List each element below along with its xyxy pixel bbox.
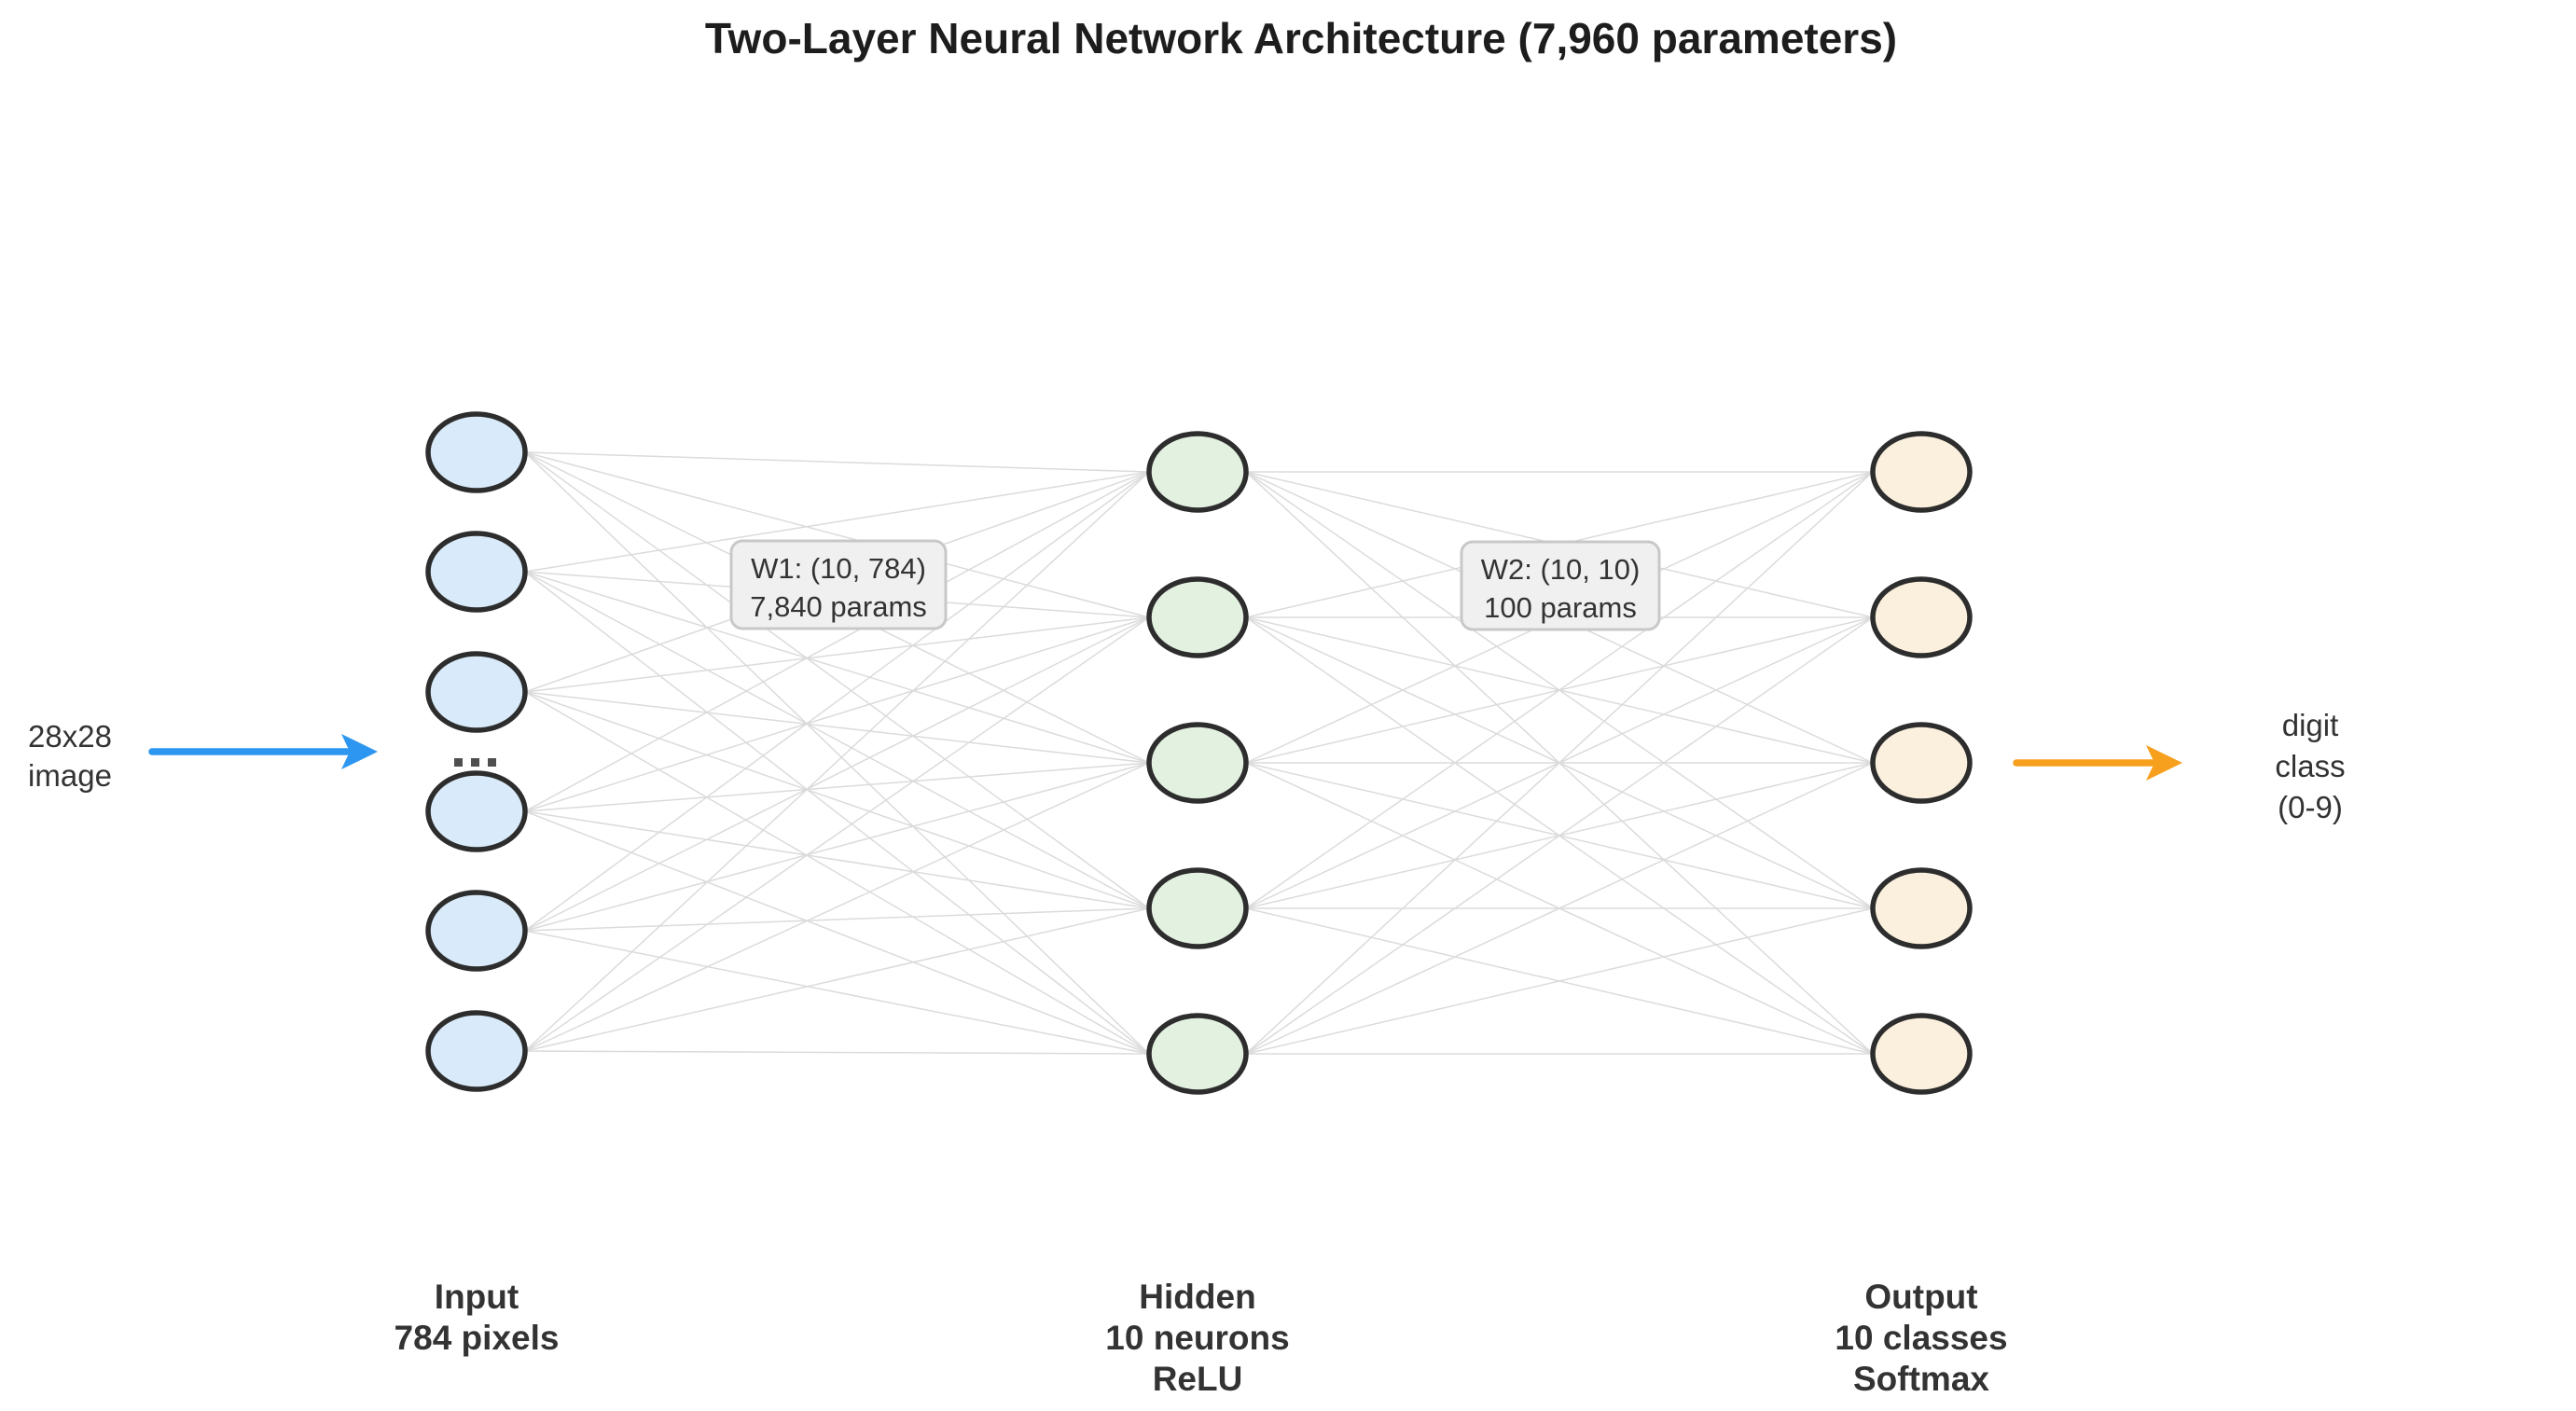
- hidden-node-5: [1146, 1013, 1249, 1095]
- edge-input3-hidden4: [524, 691, 1150, 909]
- edge-input4-hidden5: [524, 810, 1150, 1055]
- edge-input5-hidden2: [524, 616, 1150, 932]
- edge-input2-hidden5: [524, 571, 1150, 1055]
- edge-input5-hidden5: [524, 930, 1150, 1055]
- edge-hidden5-output2: [1245, 616, 1874, 1055]
- hidden-caption-line2: 10 neurons: [1105, 1319, 1289, 1357]
- edge-input4-hidden1: [524, 471, 1150, 812]
- output-annotation: digit class (0-9): [2013, 708, 2346, 824]
- edge-input6-hidden4: [524, 907, 1150, 1052]
- output-node-5: [1870, 1013, 1973, 1095]
- edge-input3-hidden2: [524, 616, 1150, 693]
- edge-input6-hidden5: [524, 1050, 1150, 1055]
- edge-input2-hidden4: [524, 571, 1150, 909]
- hidden-node-4: [1146, 867, 1249, 949]
- edge-input3-hidden5: [524, 691, 1150, 1055]
- output-node-1: [1870, 431, 1973, 513]
- w2-box-background: [1460, 540, 1661, 631]
- edge-input1-hidden4: [524, 451, 1150, 909]
- connection-lines: [524, 451, 1874, 1055]
- neuron-nodes: [425, 411, 1973, 1095]
- edge-input6-hidden3: [524, 762, 1150, 1052]
- hidden-node-3: [1146, 722, 1249, 804]
- edge-input2-hidden3: [524, 571, 1150, 764]
- edge-hidden5-output1: [1245, 471, 1874, 1055]
- edge-input4-hidden3: [524, 762, 1150, 812]
- output-node-4: [1870, 867, 1973, 949]
- input-node-3: [425, 651, 528, 733]
- edge-input4-hidden4: [524, 810, 1150, 909]
- w2-shape-text: W2: (10, 10): [1481, 553, 1641, 586]
- w1-label-box: W1: (10, 784) 7,840 params: [729, 539, 948, 630]
- output-node-3: [1870, 722, 1973, 804]
- w2-params-text: 100 params: [1484, 591, 1637, 624]
- output-layer-caption: Output 10 classes Softmax: [1835, 1278, 2007, 1398]
- input-caption-line1: Input: [435, 1278, 519, 1316]
- output-annotation-line2: class: [2275, 749, 2345, 783]
- diagram-title: Two-Layer Neural Network Architecture (7…: [705, 14, 1897, 62]
- hidden-node-2: [1146, 576, 1249, 658]
- output-caption-line2: 10 classes: [1835, 1319, 2007, 1357]
- edge-input4-hidden2: [524, 616, 1150, 812]
- hidden-caption-line1: Hidden: [1139, 1278, 1255, 1316]
- edge-input6-hidden1: [524, 471, 1150, 1052]
- input-arrow-head-icon: [341, 734, 378, 769]
- output-node-2: [1870, 576, 1973, 658]
- edge-hidden5-output4: [1245, 907, 1874, 1055]
- edge-input5-hidden4: [524, 907, 1150, 932]
- edge-input5-hidden1: [524, 471, 1150, 932]
- input-ellipsis-dots: [454, 758, 496, 767]
- input-annotation-line1: 28x28: [28, 719, 112, 754]
- edge-input2-hidden1: [524, 471, 1150, 573]
- output-arrow-head-icon: [2146, 745, 2182, 781]
- input-caption-line2: 784 pixels: [395, 1319, 560, 1357]
- input-node-6: [425, 1010, 528, 1092]
- output-caption-line3: Softmax: [1853, 1360, 1989, 1398]
- input-node-2: [425, 531, 528, 613]
- input-annotation: 28x28 image: [28, 719, 378, 793]
- edge-input1-hidden2: [524, 451, 1150, 618]
- output-caption-line1: Output: [1864, 1278, 1977, 1316]
- edge-input3-hidden3: [524, 691, 1150, 764]
- edge-hidden5-output3: [1245, 762, 1874, 1055]
- w1-shape-text: W1: (10, 784): [751, 552, 926, 585]
- hidden-layer-caption: Hidden 10 neurons ReLU: [1105, 1278, 1289, 1398]
- w1-box-background: [729, 539, 948, 630]
- edge-input5-hidden3: [524, 762, 1150, 932]
- input-node-4: [425, 770, 528, 852]
- output-annotation-line1: digit: [2282, 708, 2339, 742]
- edge-hidden4-output1: [1245, 471, 1874, 909]
- input-layer-caption: Input 784 pixels: [395, 1278, 560, 1357]
- hidden-caption-line3: ReLU: [1153, 1360, 1243, 1398]
- input-annotation-line2: image: [28, 758, 112, 793]
- w2-label-box: W2: (10, 10) 100 params: [1460, 540, 1661, 631]
- output-annotation-line3: (0-9): [2278, 790, 2343, 824]
- hidden-node-1: [1146, 431, 1249, 513]
- edge-input6-hidden2: [524, 616, 1150, 1052]
- w1-params-text: 7,840 params: [750, 590, 927, 623]
- input-node-1: [425, 411, 528, 493]
- input-node-5: [425, 890, 528, 972]
- edge-input1-hidden5: [524, 451, 1150, 1055]
- edge-input1-hidden1: [524, 451, 1150, 473]
